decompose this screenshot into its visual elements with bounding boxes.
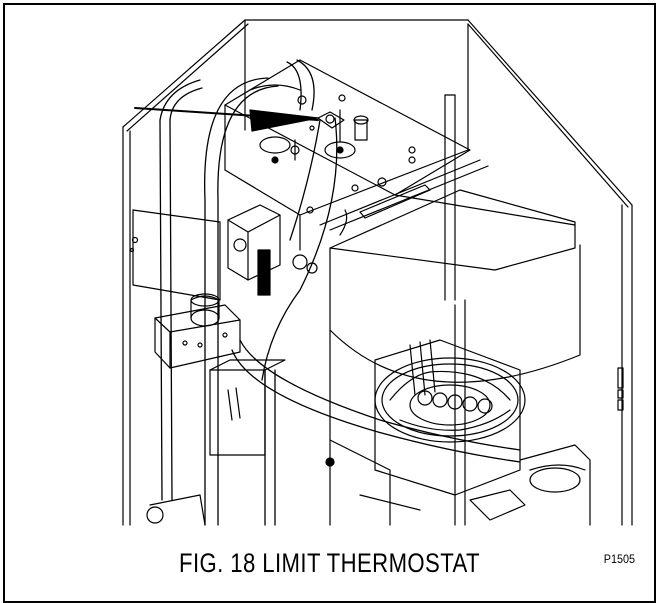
inner-shelf: [329, 94, 581, 526]
top-components: [249, 84, 369, 164]
ignition-bracket: [154, 293, 241, 369]
left-plate: [129, 209, 221, 301]
casing: [122, 19, 633, 526]
pointer-arrow: [134, 107, 319, 132]
lower-box: [209, 359, 286, 456]
figure-code: P1505: [604, 552, 636, 566]
figure-caption: FIG. 18 LIMIT THERMOSTAT: [179, 548, 480, 578]
base-components: [146, 439, 591, 526]
burner-assembly: [374, 339, 526, 496]
top-plate: [224, 59, 576, 251]
side-tabs: [617, 367, 624, 411]
gas-valve: [227, 204, 318, 296]
limit-thermostat: [317, 111, 345, 129]
boiler-technical-drawing: [122, 19, 633, 526]
